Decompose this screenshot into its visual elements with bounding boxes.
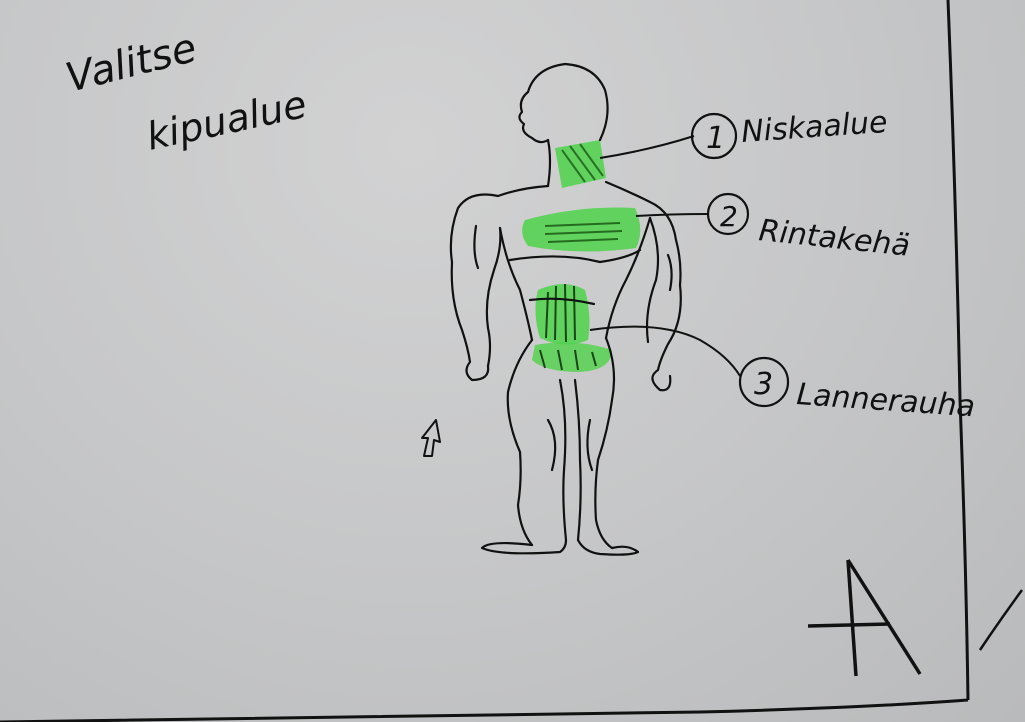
option-neck[interactable]: 1 Niskaalue: [692, 105, 889, 158]
frame-bottom-line: [0, 700, 968, 722]
pain-zone-neck[interactable]: [555, 140, 606, 188]
frame-right-line: [948, 0, 968, 700]
heading-line-1: Valitse: [61, 25, 201, 102]
option-1-label: Niskaalue: [740, 105, 888, 150]
corner-letter: A: [0, 0, 920, 676]
cursor-icon: [422, 420, 440, 456]
option-3-label: Lannerauha: [795, 377, 976, 424]
option-2-number: 2: [720, 200, 738, 233]
frame-right-corner-line: [980, 590, 1022, 650]
option-chest[interactable]: 2 Rintakehä: [708, 194, 912, 264]
option-3-number: 3: [754, 367, 773, 402]
leader-lines: [590, 136, 740, 376]
heading-line-2: kipualue: [143, 82, 311, 159]
option-1-number: 1: [706, 121, 725, 156]
option-2-label: Rintakehä: [757, 213, 911, 264]
pain-zone-chest[interactable]: [522, 208, 640, 252]
corner-letter-text: A: [0, 0, 1, 1]
option-lower-back[interactable]: 3 Lannerauha: [740, 358, 976, 424]
